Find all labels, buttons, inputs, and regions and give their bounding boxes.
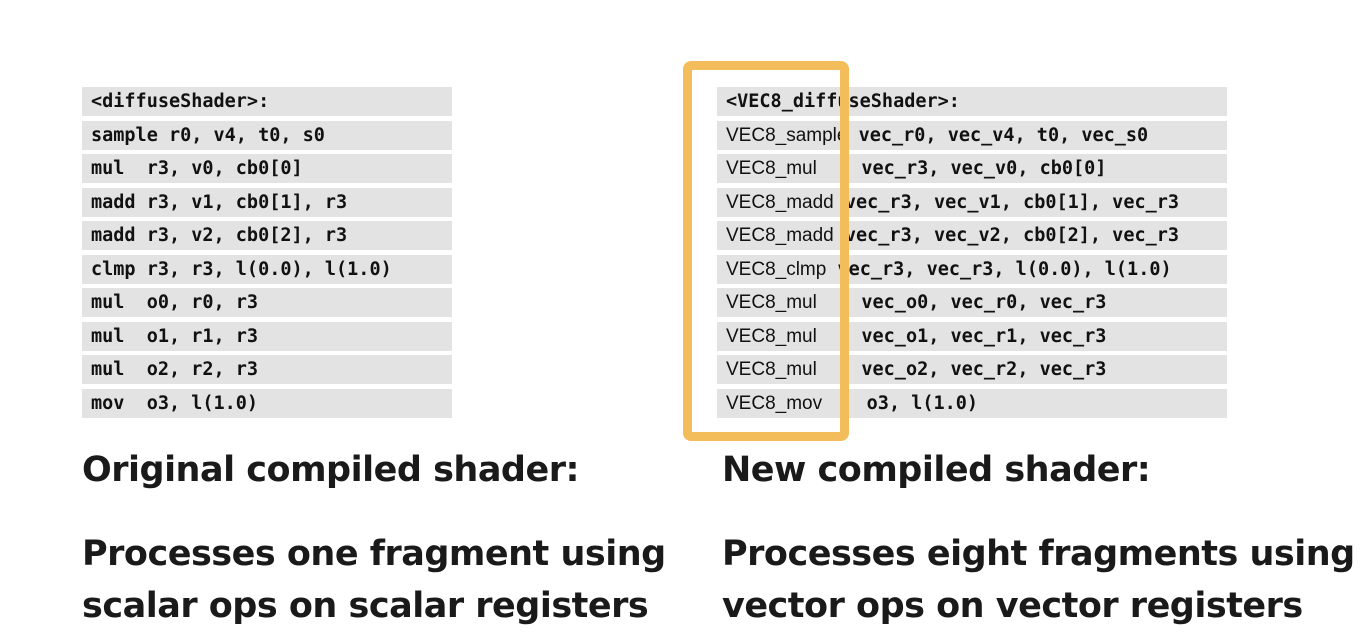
description-line: scalar ops on scalar registers	[82, 586, 649, 626]
original-shader-title: Original compiled shader:	[82, 450, 579, 490]
code-line: VEC8_sample vec_r0, vec_v4, t0, vec_s0	[717, 120, 1227, 150]
vectorized-shader-code: <VEC8_diffuseShader>: VEC8_sample vec_r0…	[717, 87, 1227, 422]
code-line: sample r0, v4, t0, s0	[82, 120, 452, 150]
code-line: mul o0, r0, r3	[82, 288, 452, 317]
code-args: vec_r0, vec_v4, t0, vec_s0	[858, 124, 1149, 146]
code-line: <diffuseShader>:	[82, 87, 452, 116]
code-line: VEC8_mov o3, l(1.0)	[717, 388, 1227, 418]
code-op: VEC8_sample	[726, 124, 848, 146]
code-line: VEC8_madd vec_r3, vec_v1, cb0[1], vec_r3	[717, 187, 1227, 217]
new-shader-title: New compiled shader:	[722, 450, 1151, 490]
code-line: madd r3, v1, cb0[1], r3	[82, 187, 452, 217]
code-header: <VEC8_diffuseShader>:	[717, 87, 1227, 116]
code-line: madd r3, v2, cb0[2], r3	[82, 221, 452, 250]
description-line: vector ops on vector registers	[722, 586, 1303, 626]
original-shader-code: <diffuseShader>: sample r0, v4, t0, s0 m…	[82, 87, 452, 422]
code-line: mul o2, r2, r3	[82, 355, 452, 384]
code-op: VEC8_madd	[726, 191, 834, 213]
code-args: vec_r3, vec_r3, l(0.0), l(1.0)	[837, 258, 1172, 280]
code-args: vec_o1, vec_r1, vec_r3	[861, 325, 1107, 347]
code-op: VEC8_clmp	[726, 258, 827, 280]
code-op: VEC8_mul	[726, 325, 817, 347]
description-line: Processes eight fragments using	[722, 534, 1355, 574]
code-args: o3, l(1.0)	[866, 392, 979, 414]
code-line: clmp r3, r3, l(0.0), l(1.0)	[82, 254, 452, 284]
code-args: vec_r3, vec_v1, cb0[1], vec_r3	[844, 191, 1180, 213]
code-args: vec_o2, vec_r2, vec_r3	[861, 359, 1107, 380]
code-line: mul r3, v0, cb0[0]	[82, 154, 452, 183]
code-op: VEC8_mul	[726, 292, 817, 313]
code-op: VEC8_mul	[726, 158, 817, 179]
code-line: VEC8_mul vec_o2, vec_r2, vec_r3	[717, 355, 1227, 384]
code-op: VEC8_mul	[726, 359, 817, 380]
code-line: mul o1, r1, r3	[82, 321, 452, 351]
new-shader-description: Processes eight fragments using vector o…	[722, 528, 1355, 632]
code-op: VEC8_madd	[726, 225, 834, 246]
code-op: VEC8_mov	[726, 392, 823, 414]
code-line: VEC8_mul vec_r3, vec_v0, cb0[0]	[717, 154, 1227, 183]
code-line: mov o3, l(1.0)	[82, 388, 452, 418]
description-line: Processes one fragment using	[82, 534, 666, 574]
code-line: VEC8_mul vec_o1, vec_r1, vec_r3	[717, 321, 1227, 351]
code-line: VEC8_clmp vec_r3, vec_r3, l(0.0), l(1.0)	[717, 254, 1227, 284]
code-args: vec_r3, vec_v0, cb0[0]	[861, 158, 1107, 179]
code-args: vec_o0, vec_r0, vec_r3	[861, 292, 1107, 313]
code-args: vec_r3, vec_v2, cb0[2], vec_r3	[844, 225, 1180, 246]
code-line: VEC8_mul vec_o0, vec_r0, vec_r3	[717, 288, 1227, 317]
code-line: VEC8_madd vec_r3, vec_v2, cb0[2], vec_r3	[717, 221, 1227, 250]
original-shader-description: Processes one fragment using scalar ops …	[82, 528, 666, 632]
